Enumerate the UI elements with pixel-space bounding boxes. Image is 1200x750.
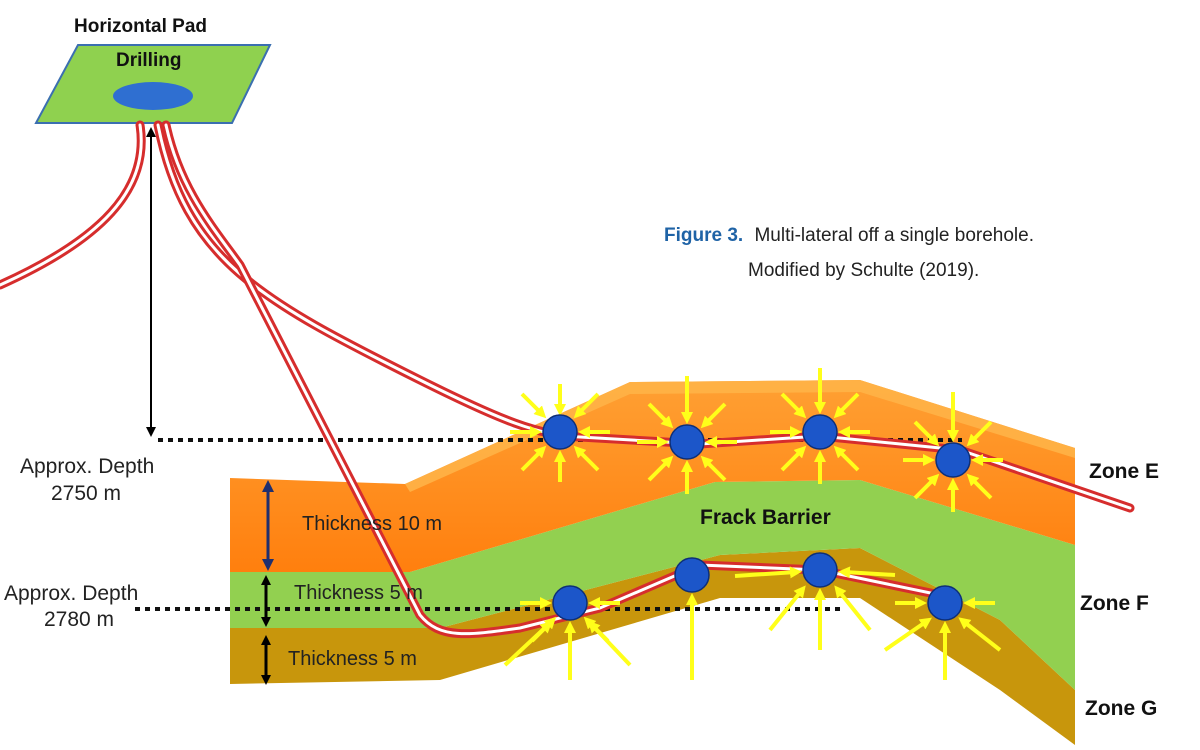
wellbore-left-lateral xyxy=(0,120,146,290)
frac-nodes xyxy=(542,414,971,621)
frac-node-e1 xyxy=(542,414,578,450)
pad-title: Horizontal Pad xyxy=(74,16,208,37)
frac-arrows xyxy=(503,368,1003,680)
zone-e-label: Zone E xyxy=(1089,460,1160,483)
thickness-label-barrier: Thickness 5 m xyxy=(294,582,423,604)
frac-node-e4 xyxy=(935,442,971,478)
thickness-label-zone-g: Thickness 5 m xyxy=(288,648,417,670)
zone-f-label: Zone F xyxy=(1080,592,1149,615)
pad-borehole xyxy=(113,82,193,110)
frac-node-e3 xyxy=(802,414,838,450)
frac-node-f2 xyxy=(674,557,710,593)
depth-label-1: Approx. Depth xyxy=(20,455,155,478)
frack-barrier-label: Frack Barrier xyxy=(700,506,831,529)
pad-subtitle: Drilling xyxy=(116,50,182,71)
frac-node-f1 xyxy=(552,585,588,621)
zone-g-layer xyxy=(230,548,1075,745)
thickness-label-zone-e: Thickness 10 m xyxy=(302,513,443,535)
depth-label-2: Approx. Depth xyxy=(4,582,139,605)
frac-node-f3 xyxy=(802,552,838,588)
depth-value-1: 2750 m xyxy=(51,482,122,505)
depth-value-2: 2780 m xyxy=(44,608,115,631)
zone-g-label: Zone G xyxy=(1085,697,1158,720)
frac-node-e2 xyxy=(669,424,705,460)
figure-caption-line2: Modified by Schulte (2019). xyxy=(748,260,980,281)
frac-node-f4 xyxy=(927,585,963,621)
figure-label: Figure 3. xyxy=(664,225,744,246)
figure-caption-line1: Figure 3. Multi-lateral off a single bor… xyxy=(664,225,1034,247)
frack-barrier-layer xyxy=(230,480,1075,690)
figure-caption-text: Multi-lateral off a single borehole. xyxy=(754,225,1034,246)
